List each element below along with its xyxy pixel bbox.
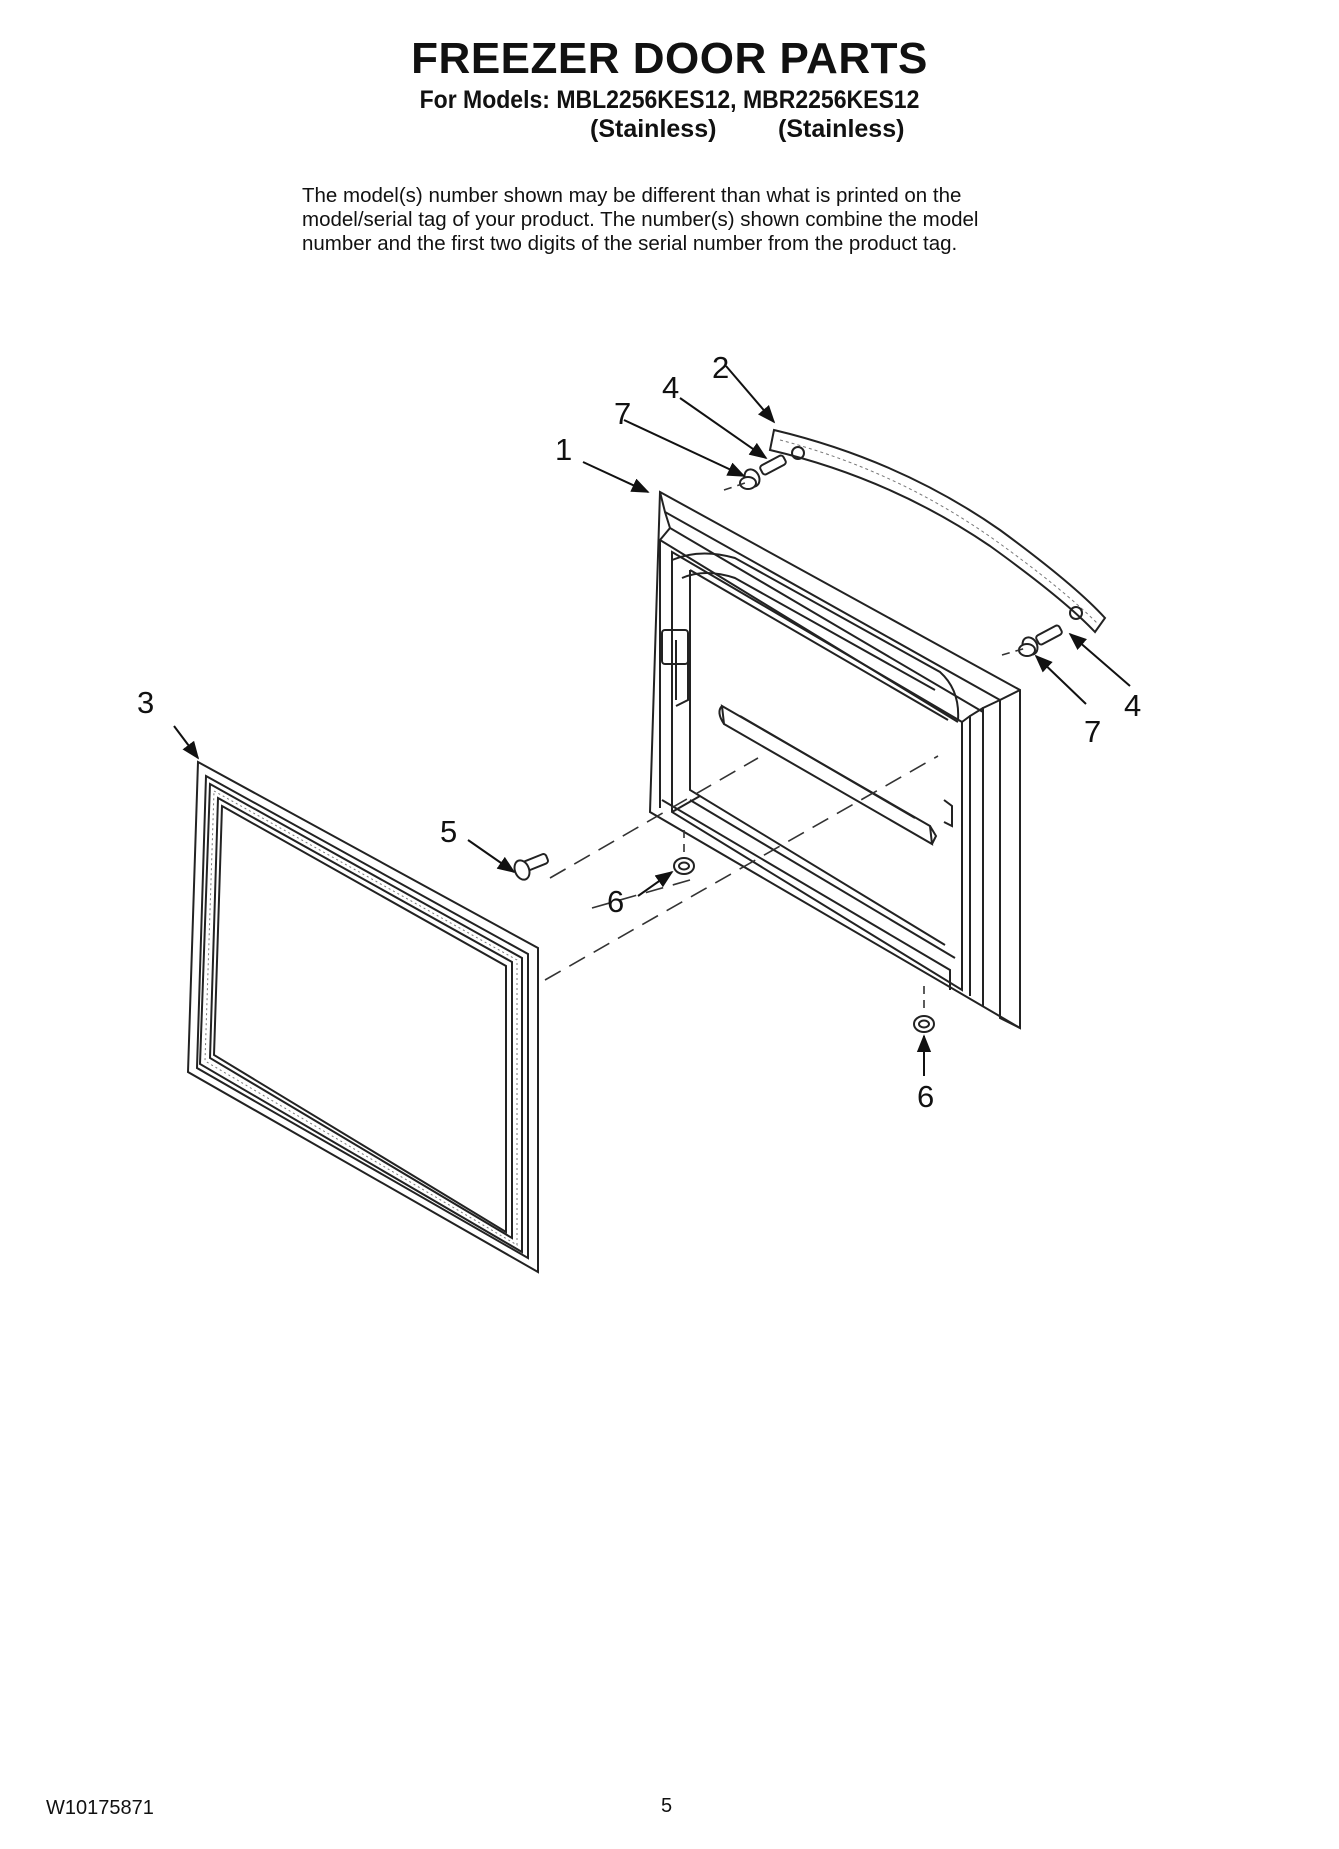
model-finish-2: (Stainless) bbox=[778, 115, 905, 143]
leader-arrows bbox=[173, 365, 1131, 1076]
page-number: 5 bbox=[661, 1795, 673, 1817]
callout-gasket: 3 bbox=[137, 685, 154, 720]
page-title: FREEZER DOOR PARTS bbox=[411, 34, 928, 83]
callout-door: 1 bbox=[555, 432, 572, 467]
note-line-3: number and the first two digits of the s… bbox=[302, 232, 958, 255]
assembly-lines bbox=[544, 481, 1027, 1012]
note-line-1: The model(s) number shown may be differe… bbox=[302, 184, 962, 207]
screws-washers bbox=[513, 454, 1063, 881]
callout-handle: 2 bbox=[712, 350, 729, 385]
plugs bbox=[673, 857, 935, 1033]
callout-washer-right: 7 bbox=[1084, 714, 1101, 749]
callout-washer-top: 7 bbox=[614, 396, 631, 431]
model-finish-1: (Stainless) bbox=[590, 115, 717, 143]
callout-plug-bottom: 6 bbox=[917, 1079, 934, 1114]
door-handle bbox=[768, 428, 1107, 634]
note-line-2: model/serial tag of your product. The nu… bbox=[302, 208, 979, 231]
callout-plug-left: 6 bbox=[607, 884, 624, 919]
door-gasket bbox=[186, 760, 539, 1274]
freezer-door bbox=[648, 490, 1021, 1030]
callout-handle-screw-top: 4 bbox=[662, 370, 679, 405]
model-number-note: The model(s) number shown may be differe… bbox=[302, 184, 1082, 256]
callout-handle-screw-right: 4 bbox=[1124, 688, 1141, 723]
models-line: For Models: MBL2256KES12, MBR2256KES12 bbox=[419, 86, 920, 114]
document-number: W10175871 bbox=[46, 1797, 154, 1819]
callout-gasket-screw: 5 bbox=[440, 814, 457, 849]
